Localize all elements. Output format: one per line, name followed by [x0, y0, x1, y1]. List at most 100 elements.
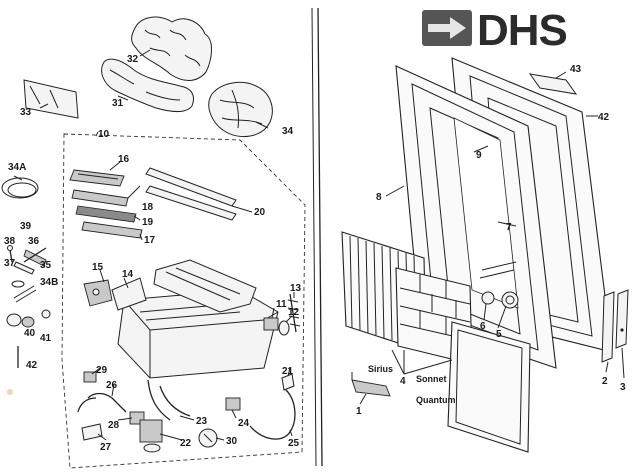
part-glass-33 [23, 79, 79, 119]
callout-42-right: 42 [598, 112, 610, 123]
part-pipe-23 [147, 379, 191, 421]
callout-37: 37 [4, 258, 16, 269]
callout-12: 12 [288, 307, 300, 318]
callout-23: 23 [196, 416, 208, 427]
callout-7: 7 [506, 222, 512, 233]
callout-36: 36 [28, 236, 40, 247]
part-fascia-quantum [447, 321, 531, 453]
callout-42-left: 42 [26, 360, 38, 371]
callout-11: 11 [276, 299, 287, 310]
part-side-bracket-3 [615, 289, 629, 349]
brand-logo: DHS [422, 6, 568, 55]
callout-40: 40 [24, 328, 36, 339]
part-fitting-29 [83, 371, 97, 383]
callout-43: 43 [570, 64, 582, 75]
callout-13: 13 [290, 283, 302, 294]
callout-5: 5 [496, 329, 502, 340]
callout-24: 24 [238, 418, 250, 429]
part-bracket-14 [111, 277, 147, 311]
part-burner-frame-top [153, 259, 257, 313]
part-ring-6 [481, 291, 495, 305]
part-ember-bed-34 [208, 81, 273, 138]
callout-41: 41 [40, 333, 52, 344]
part-firebox-tray [117, 289, 279, 379]
page-divider-line-inner [311, 7, 317, 467]
part-burner-strip-19 [75, 205, 137, 223]
callout-2: 2 [602, 376, 608, 387]
callout-29: 29 [96, 365, 108, 376]
part-nut-40 [6, 313, 35, 328]
callout-32: 32 [127, 54, 139, 65]
callout-15: 15 [92, 262, 104, 273]
part-log-31 [101, 58, 194, 112]
callout-6: 6 [480, 321, 486, 332]
marker-dot [7, 389, 13, 395]
part-fitting-37 [13, 261, 35, 275]
logo-text: DHS [477, 6, 567, 55]
part-side-bracket-2 [601, 291, 615, 363]
callout-35: 35 [40, 260, 52, 271]
part-rails-20 [145, 167, 237, 221]
callout-26: 26 [106, 380, 118, 391]
part-gas-valve-22 [139, 419, 163, 453]
callout-31: 31 [112, 98, 124, 109]
part-cable-39 [1, 177, 39, 199]
callout-4: 4 [400, 376, 406, 387]
part-pipe-26 [77, 392, 127, 413]
arrow-right-icon [428, 17, 466, 39]
part-ring-5 [501, 291, 519, 309]
callout-39: 39 [20, 221, 32, 232]
callout-21: 21 [282, 366, 294, 377]
part-burner-strip-16 [69, 169, 125, 187]
callout-34: 34 [282, 126, 294, 137]
part-electrode-35 [23, 247, 47, 263]
callout-8: 8 [376, 192, 382, 203]
callout-22: 22 [180, 438, 192, 449]
part-burner-strip-17 [81, 221, 143, 239]
callout-20: 20 [254, 207, 266, 218]
part-screw-38 [7, 245, 13, 263]
callout-30: 30 [226, 436, 238, 447]
part-connector-24 [225, 397, 241, 411]
callout-18: 18 [142, 202, 154, 213]
callout-34A: 34A [8, 162, 26, 173]
part-cable-25 [249, 389, 296, 440]
callout-labels: 32 33 31 34 10 16 18 19 17 20 34A 39 38 … [4, 54, 626, 453]
callout-34B: 34B [40, 277, 58, 288]
part-clip-34B [11, 280, 37, 303]
label-sirius: Sirius [368, 364, 393, 374]
part-valve-15 [83, 279, 113, 307]
part-trim-1 [351, 372, 391, 397]
part-inner-panel-7 [453, 117, 519, 309]
callout-3: 3 [620, 382, 626, 393]
part-control-knob-30 [198, 428, 218, 448]
callout-19: 19 [142, 217, 154, 228]
part-bracket-43 [528, 73, 578, 95]
model-labels: Sirius Sonnet Quantum [368, 364, 456, 405]
assembly-boundary-10 [61, 133, 306, 469]
part-burner-strip-18 [71, 189, 129, 207]
leader-lines [39, 49, 625, 441]
callout-9: 9 [476, 150, 482, 161]
part-washer-41 [41, 309, 51, 319]
callout-38: 38 [4, 236, 16, 247]
callout-25: 25 [288, 438, 300, 449]
callout-14: 14 [122, 269, 134, 280]
part-fitting-27 [81, 423, 103, 441]
callout-27: 27 [100, 442, 112, 453]
part-spring-13 [287, 293, 301, 333]
callout-17: 17 [144, 235, 156, 246]
callout-28: 28 [108, 420, 120, 431]
leader-34A [13, 175, 23, 181]
part-fitting-11 [263, 317, 279, 331]
callout-1: 1 [356, 406, 362, 417]
label-sonnet: Sonnet [416, 374, 447, 384]
part-fitting-12 [278, 320, 290, 336]
callout-16: 16 [118, 154, 130, 165]
part-fitting-36 [23, 249, 47, 267]
label-quantum: Quantum [416, 395, 456, 405]
callout-33: 33 [20, 107, 32, 118]
part-log-32 [131, 16, 212, 81]
